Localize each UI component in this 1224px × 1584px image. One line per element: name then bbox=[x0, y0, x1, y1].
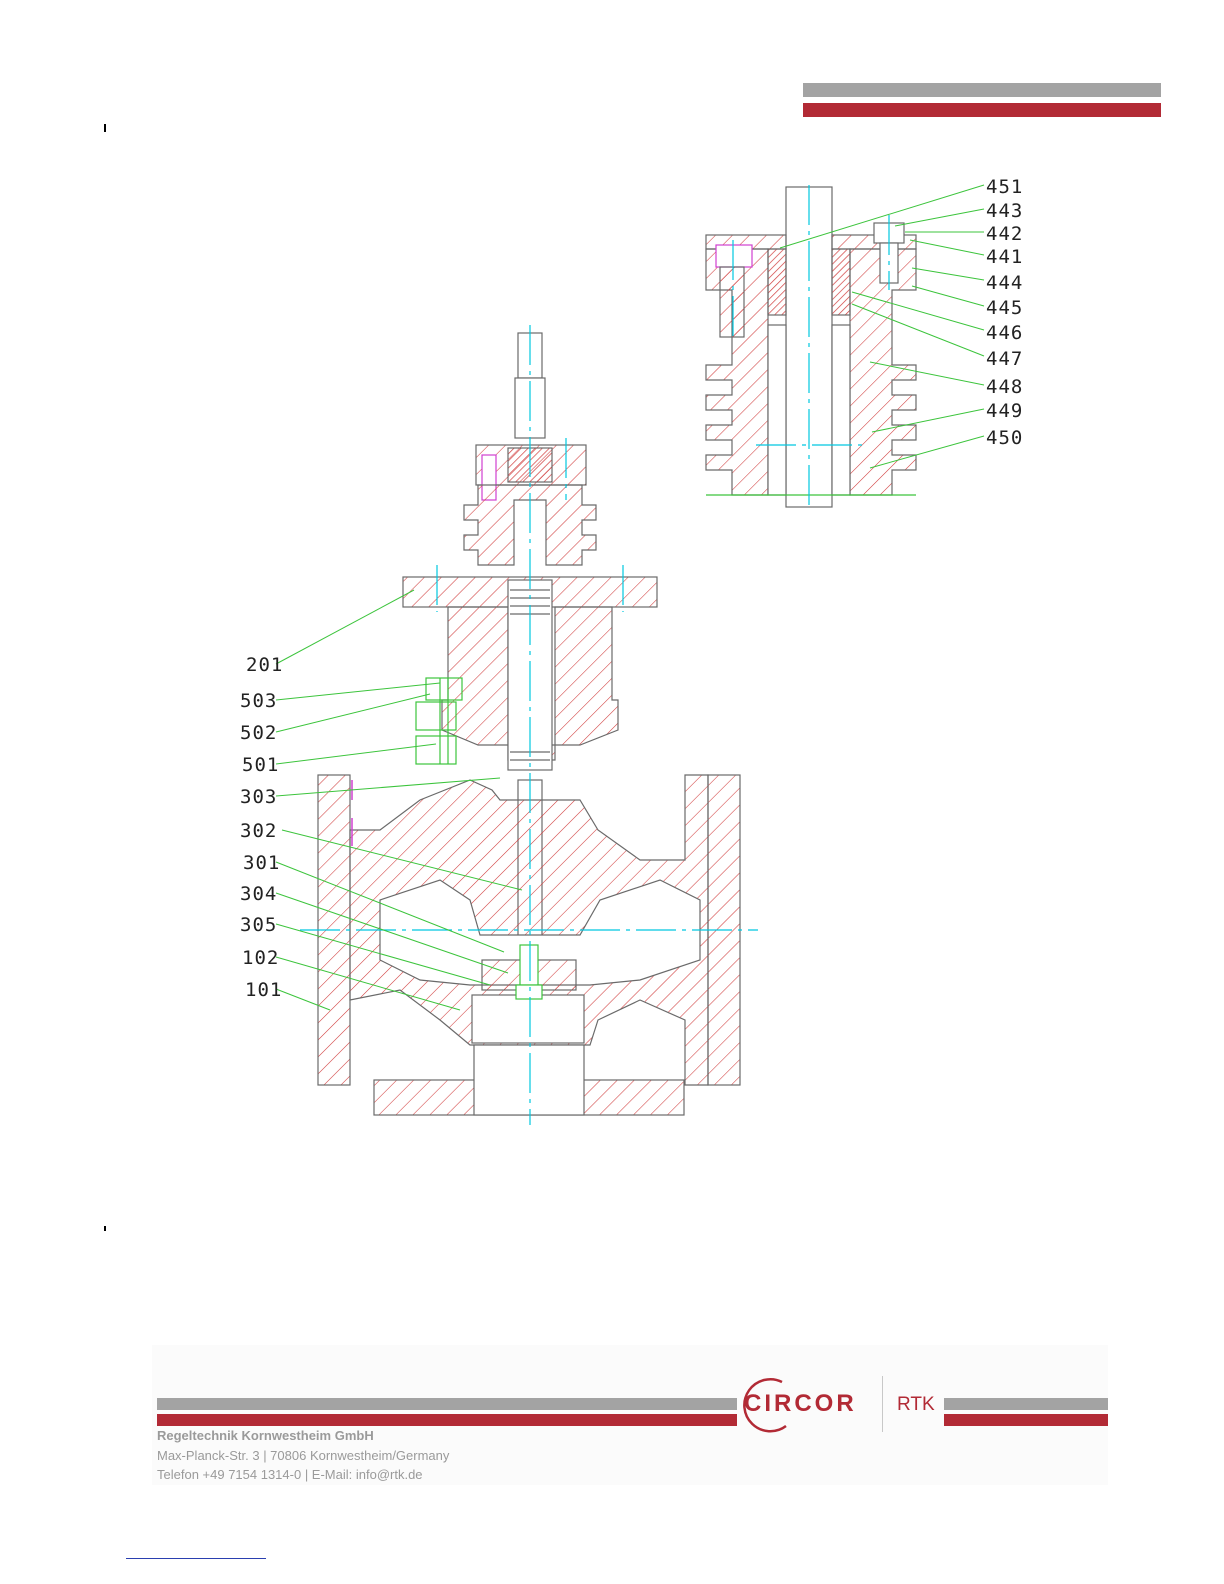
callout-305: 305 bbox=[240, 914, 277, 936]
callout-448: 448 bbox=[986, 376, 1023, 398]
company-name: Regeltechnik Kornwestheim GmbH bbox=[157, 1428, 374, 1443]
callout-201: 201 bbox=[246, 654, 283, 676]
footer-gray-bar-right bbox=[944, 1398, 1108, 1410]
callout-102: 102 bbox=[242, 947, 279, 969]
callout-441: 441 bbox=[986, 246, 1023, 268]
callout-304: 304 bbox=[240, 883, 277, 905]
detail-packing-left bbox=[768, 249, 786, 315]
callout-450: 450 bbox=[986, 427, 1023, 449]
callout-101: 101 bbox=[245, 979, 282, 1001]
packing-detail-section bbox=[706, 187, 916, 507]
company-address: Max-Planck-Str. 3 | 70806 Kornwestheim/G… bbox=[157, 1448, 449, 1463]
brand-circor: CIRCOR bbox=[744, 1390, 857, 1418]
main-valve-section bbox=[318, 333, 740, 1115]
callout-501: 501 bbox=[242, 754, 279, 776]
callout-445: 445 bbox=[986, 297, 1023, 319]
detail-callouts: 451 443 442 441 444 445 446 447 448 449 … bbox=[986, 176, 1023, 449]
plug-screw bbox=[520, 945, 538, 985]
footer-red-bar-left bbox=[157, 1414, 737, 1426]
link-underline bbox=[126, 1558, 266, 1559]
bottom-cavity bbox=[474, 1045, 584, 1115]
callout-449: 449 bbox=[986, 400, 1023, 422]
brand-rtk: RTK bbox=[897, 1394, 935, 1416]
callout-443: 443 bbox=[986, 200, 1023, 222]
callout-446: 446 bbox=[986, 322, 1023, 344]
callout-451: 451 bbox=[986, 176, 1023, 198]
callout-303: 303 bbox=[240, 786, 277, 808]
main-callouts: 201 503 502 501 303 302 301 304 305 102 … bbox=[240, 654, 283, 1001]
callout-447: 447 bbox=[986, 348, 1023, 370]
callout-442: 442 bbox=[986, 223, 1023, 245]
callout-444: 444 bbox=[986, 272, 1023, 294]
footer-gray-bar-left bbox=[157, 1398, 737, 1410]
seat-ring bbox=[472, 995, 584, 1043]
callout-302: 302 bbox=[240, 820, 277, 842]
callout-503: 503 bbox=[240, 690, 277, 712]
detail-packing-right bbox=[832, 249, 850, 315]
brand-separator bbox=[882, 1376, 883, 1432]
footer-red-bar-right bbox=[944, 1414, 1108, 1426]
callout-502: 502 bbox=[240, 722, 277, 744]
callout-301: 301 bbox=[243, 852, 280, 874]
company-contact: Telefon +49 7154 1314-0 | E-Mail: info@r… bbox=[157, 1467, 423, 1482]
